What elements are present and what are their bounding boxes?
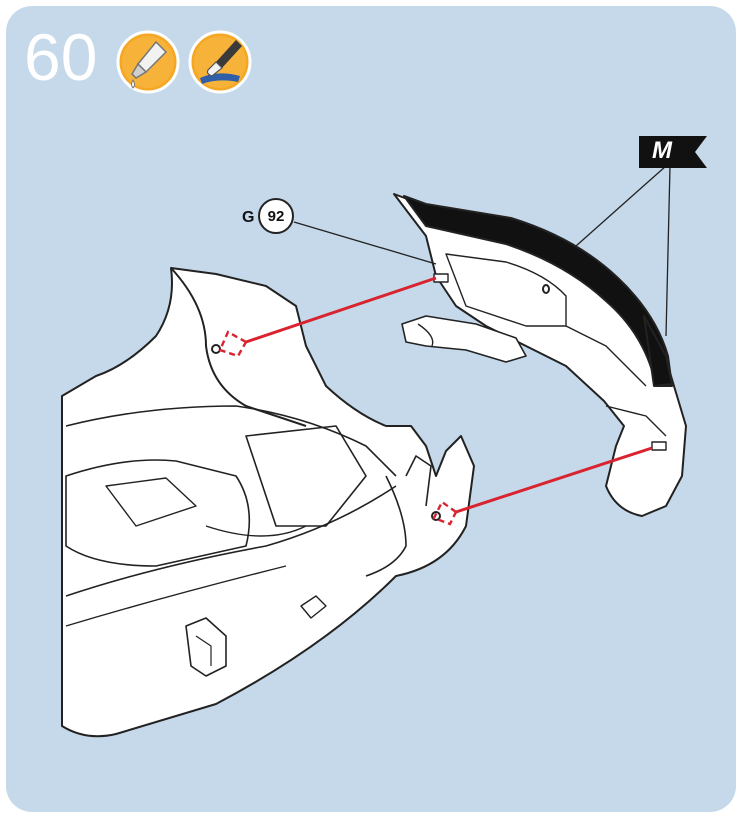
paintbrush-icon [188,30,252,94]
step-number: 60 [24,20,98,94]
paint-leader-lines [575,165,671,337]
assembly-guide-lines [218,276,653,526]
instruction-panel: 60 [6,6,736,812]
part-leader-line [293,221,437,265]
paint-code-label: M [652,137,672,164]
assembly-drawing [61,165,687,738]
rear-bumper [393,193,687,517]
paint-code-flag [639,136,707,168]
part-number-badge: 92 [258,198,294,234]
part-group-letter: G [242,209,255,226]
glue-drop-icon [116,30,180,94]
car-body [61,267,475,738]
